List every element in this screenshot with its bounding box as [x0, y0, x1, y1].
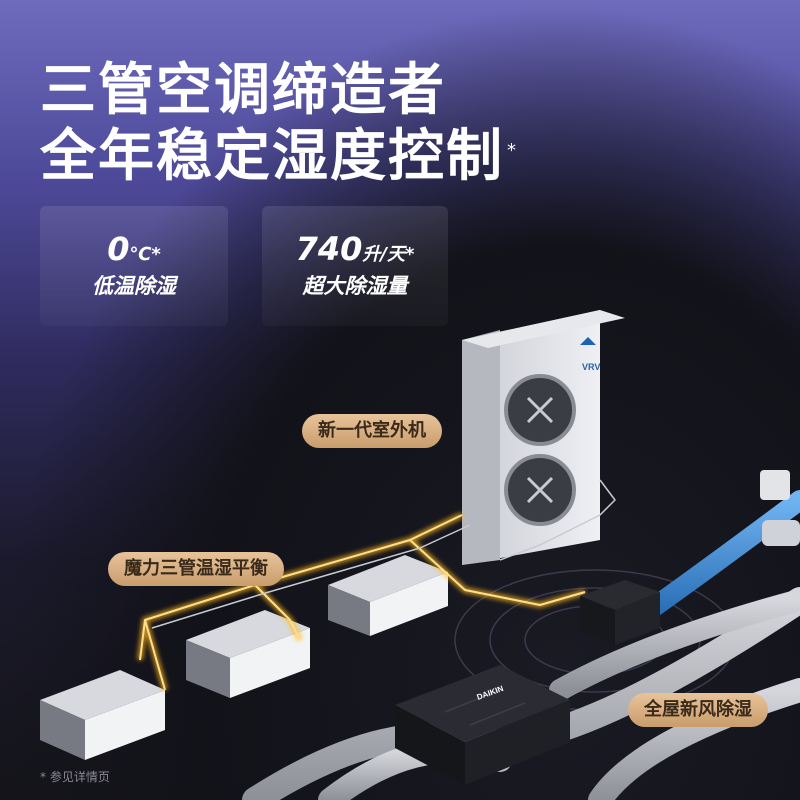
stat-value: 740: [295, 230, 363, 268]
valve-fitting: [760, 470, 800, 546]
headline: 三管空调缔造者 全年稳定湿度控制*: [40, 58, 516, 190]
fresh-air-unit: [395, 665, 570, 785]
headline-line1: 三管空调缔造者: [40, 58, 446, 123]
stat-mark: *: [151, 244, 161, 265]
stat-unit: 升/天: [362, 244, 405, 265]
outdoor-unit: [462, 310, 625, 565]
callout-fresh-air: 全屋新风除湿: [628, 693, 768, 727]
stat-card-capacity: 740升/天* 超大除湿量: [262, 206, 448, 326]
dehumidifier-box: [580, 580, 660, 645]
indoor-unit: [186, 610, 310, 698]
daikin-logo-icon: [580, 337, 596, 345]
stat-label: 超大除湿量: [302, 274, 408, 298]
callout-three-pipe: 魔力三管温湿平衡: [108, 552, 284, 586]
footnote: * 参见详情页: [40, 770, 110, 784]
callout-outdoor-unit: 新一代室外机: [302, 414, 442, 448]
indoor-unit: [328, 555, 448, 636]
vrv-badge: VRV: [582, 362, 600, 372]
stat-card-low-temp: 0℃* 低温除湿: [40, 206, 228, 326]
footnote-marker: *: [507, 140, 518, 161]
stat-value: 0: [107, 230, 130, 268]
indoor-unit: [40, 670, 165, 760]
stat-label: 低温除湿: [92, 274, 176, 298]
headline-line2-text: 全年稳定湿度控制: [40, 124, 504, 189]
stat-unit: ℃: [129, 244, 152, 265]
stat-mark: *: [404, 244, 415, 265]
headline-line2: 全年稳定湿度控制*: [40, 124, 516, 190]
